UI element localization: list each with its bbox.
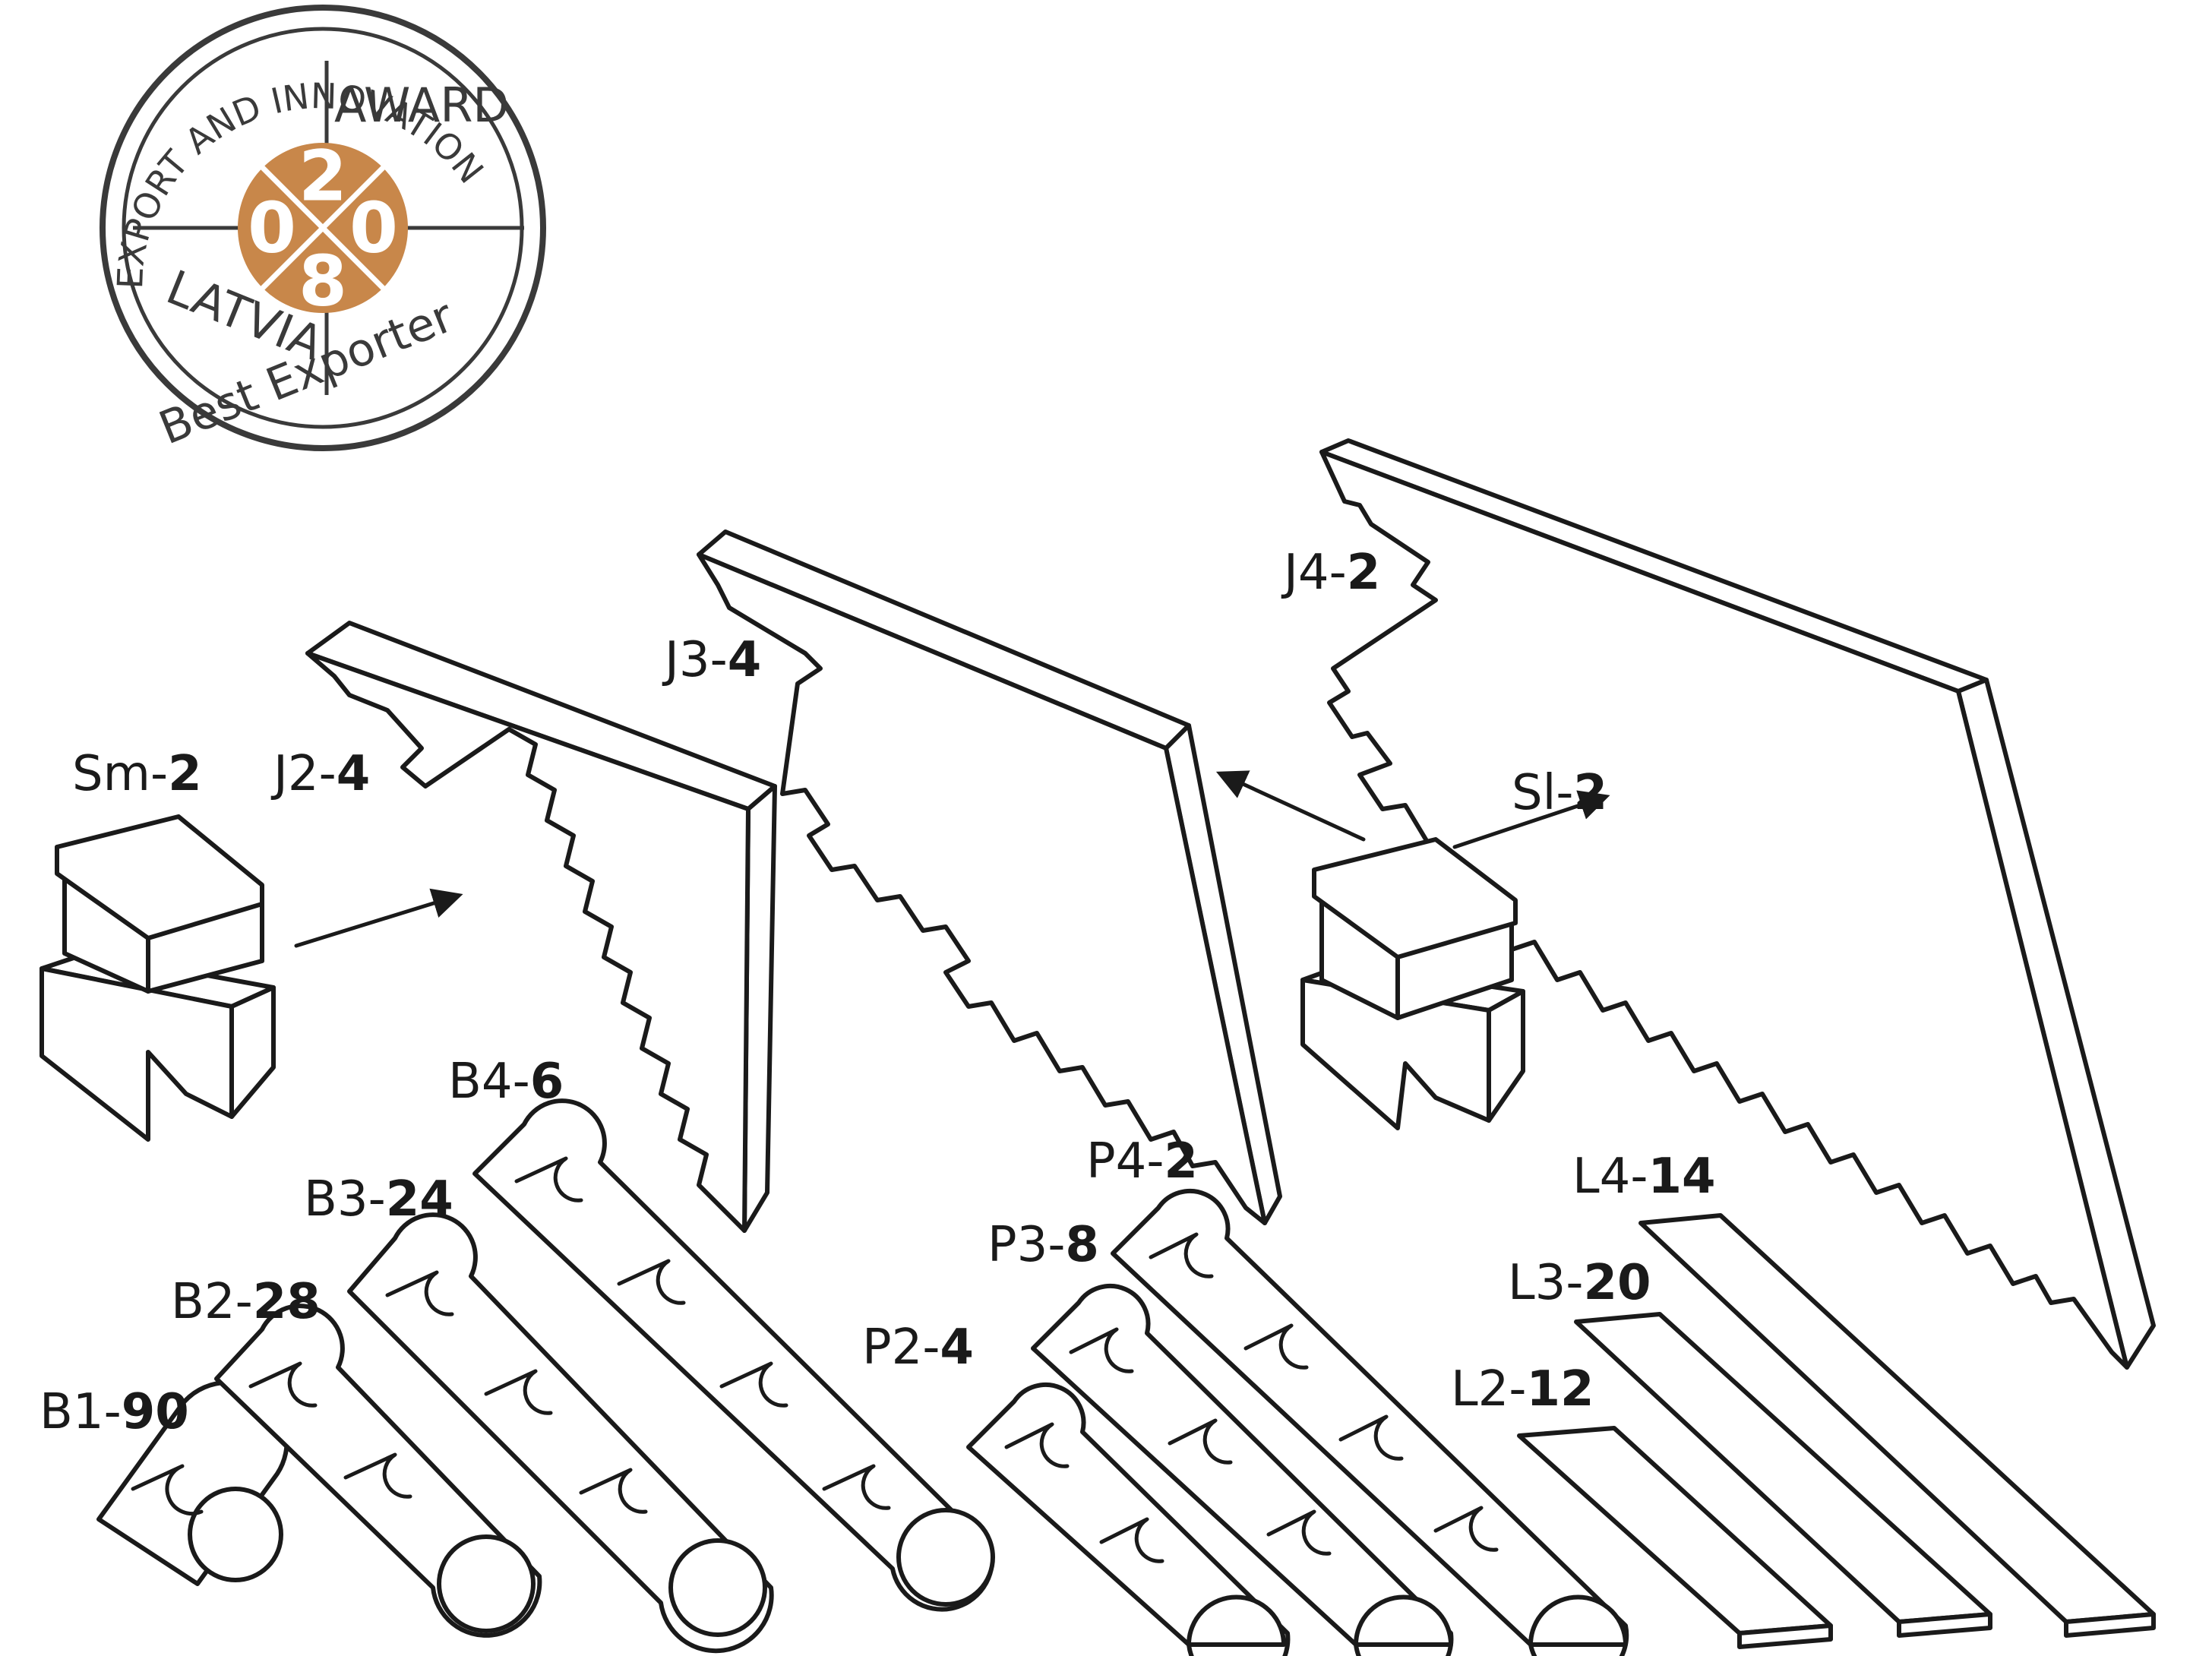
seal-year-digit-bottom: 8	[299, 241, 347, 322]
part-sl	[1300, 837, 1525, 1130]
part-p2	[966, 1382, 1291, 1656]
part-l4	[1638, 1213, 2156, 1638]
part-b3	[347, 1212, 774, 1654]
label-p2: P2-4	[862, 1319, 974, 1376]
label-sm: Sm-2	[72, 746, 202, 802]
seal-year-digit-left: 0	[248, 188, 296, 269]
award-seal: EXPORT AND INNOVATION AWARD LATVIA Best …	[100, 5, 546, 455]
part-l3	[1574, 1312, 1992, 1638]
part-b4	[472, 1098, 995, 1612]
arrow-sl-to-j4	[1452, 790, 1610, 849]
label-p4: P4-2	[1086, 1133, 1198, 1190]
part-l2	[1517, 1426, 1833, 1649]
part-j2	[305, 621, 777, 1233]
label-l4: L4-14	[1572, 1149, 1716, 1205]
part-b1	[96, 1379, 289, 1586]
part-b2	[214, 1304, 542, 1638]
part-j3	[697, 529, 1282, 1225]
label-j4: J4-2	[1281, 545, 1380, 601]
part-p4	[1111, 1188, 1629, 1656]
part-sm	[40, 814, 276, 1142]
arrows	[294, 770, 1610, 948]
seal-medal: 2 0 0 8	[238, 136, 408, 322]
part-j4	[1319, 438, 2156, 1370]
seal-year-digit-right: 0	[349, 188, 398, 269]
label-b3: B3-24	[304, 1171, 453, 1228]
part-labels: Sm-2 J2-4 J3-4 J4-2 Sl-2 B1-90 B2-28 B3-…	[40, 545, 1716, 1440]
arrow-sm-to-j2	[294, 888, 463, 948]
label-p3: P3-8	[988, 1217, 1099, 1273]
label-l2: L2-12	[1451, 1361, 1594, 1417]
label-l3: L3-20	[1508, 1255, 1651, 1311]
arrow-sl-to-j3	[1215, 770, 1366, 842]
part-p3	[1031, 1283, 1454, 1656]
seal-award-text: AWARD	[334, 77, 509, 133]
label-j2: J2-4	[270, 746, 370, 802]
label-j3: J3-4	[662, 632, 761, 688]
seal-year-digit-top: 2	[299, 136, 347, 217]
label-b1: B1-90	[40, 1384, 189, 1440]
label-b2: B2-28	[171, 1274, 321, 1330]
label-b4: B4-6	[448, 1054, 564, 1110]
label-sl: Sl-2	[1512, 765, 1607, 821]
